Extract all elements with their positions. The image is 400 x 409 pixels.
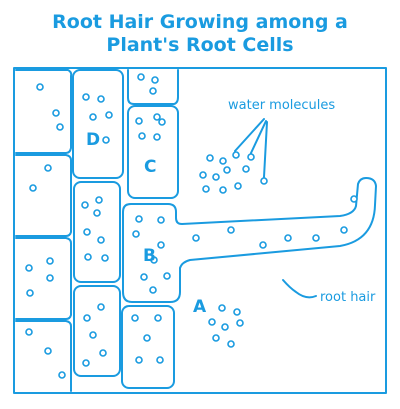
- root-cell: [73, 285, 121, 377]
- root-cell-d: [72, 69, 124, 179]
- root-cell: [15, 320, 72, 392]
- root-hair-label: root hair: [320, 290, 376, 305]
- water-molecules-label: water molecules: [228, 98, 335, 113]
- label-a: A: [193, 297, 207, 317]
- root-cell: [73, 181, 121, 283]
- root-cell: [15, 237, 72, 320]
- water-molecules-pointer-lines: [234, 118, 268, 178]
- root-cell-c: [127, 105, 179, 199]
- root-cell: [127, 69, 179, 105]
- diagram-frame: [13, 67, 387, 394]
- root-hair-pointer-line: [282, 279, 317, 299]
- label-c: C: [144, 157, 156, 177]
- label-d: D: [86, 130, 100, 150]
- root-cell-b-with-root-hair: [122, 177, 377, 303]
- water-molecule-dots: [25, 73, 358, 379]
- root-cell: [15, 69, 73, 154]
- diagram-title-line-2: Plant's Root Cells: [106, 34, 294, 56]
- root-cell: [121, 305, 175, 389]
- root-cell: [15, 154, 72, 237]
- label-b: B: [143, 246, 156, 266]
- diagram-title-line-1: Root Hair Growing among a: [52, 11, 348, 33]
- left-column-cells: [15, 69, 73, 392]
